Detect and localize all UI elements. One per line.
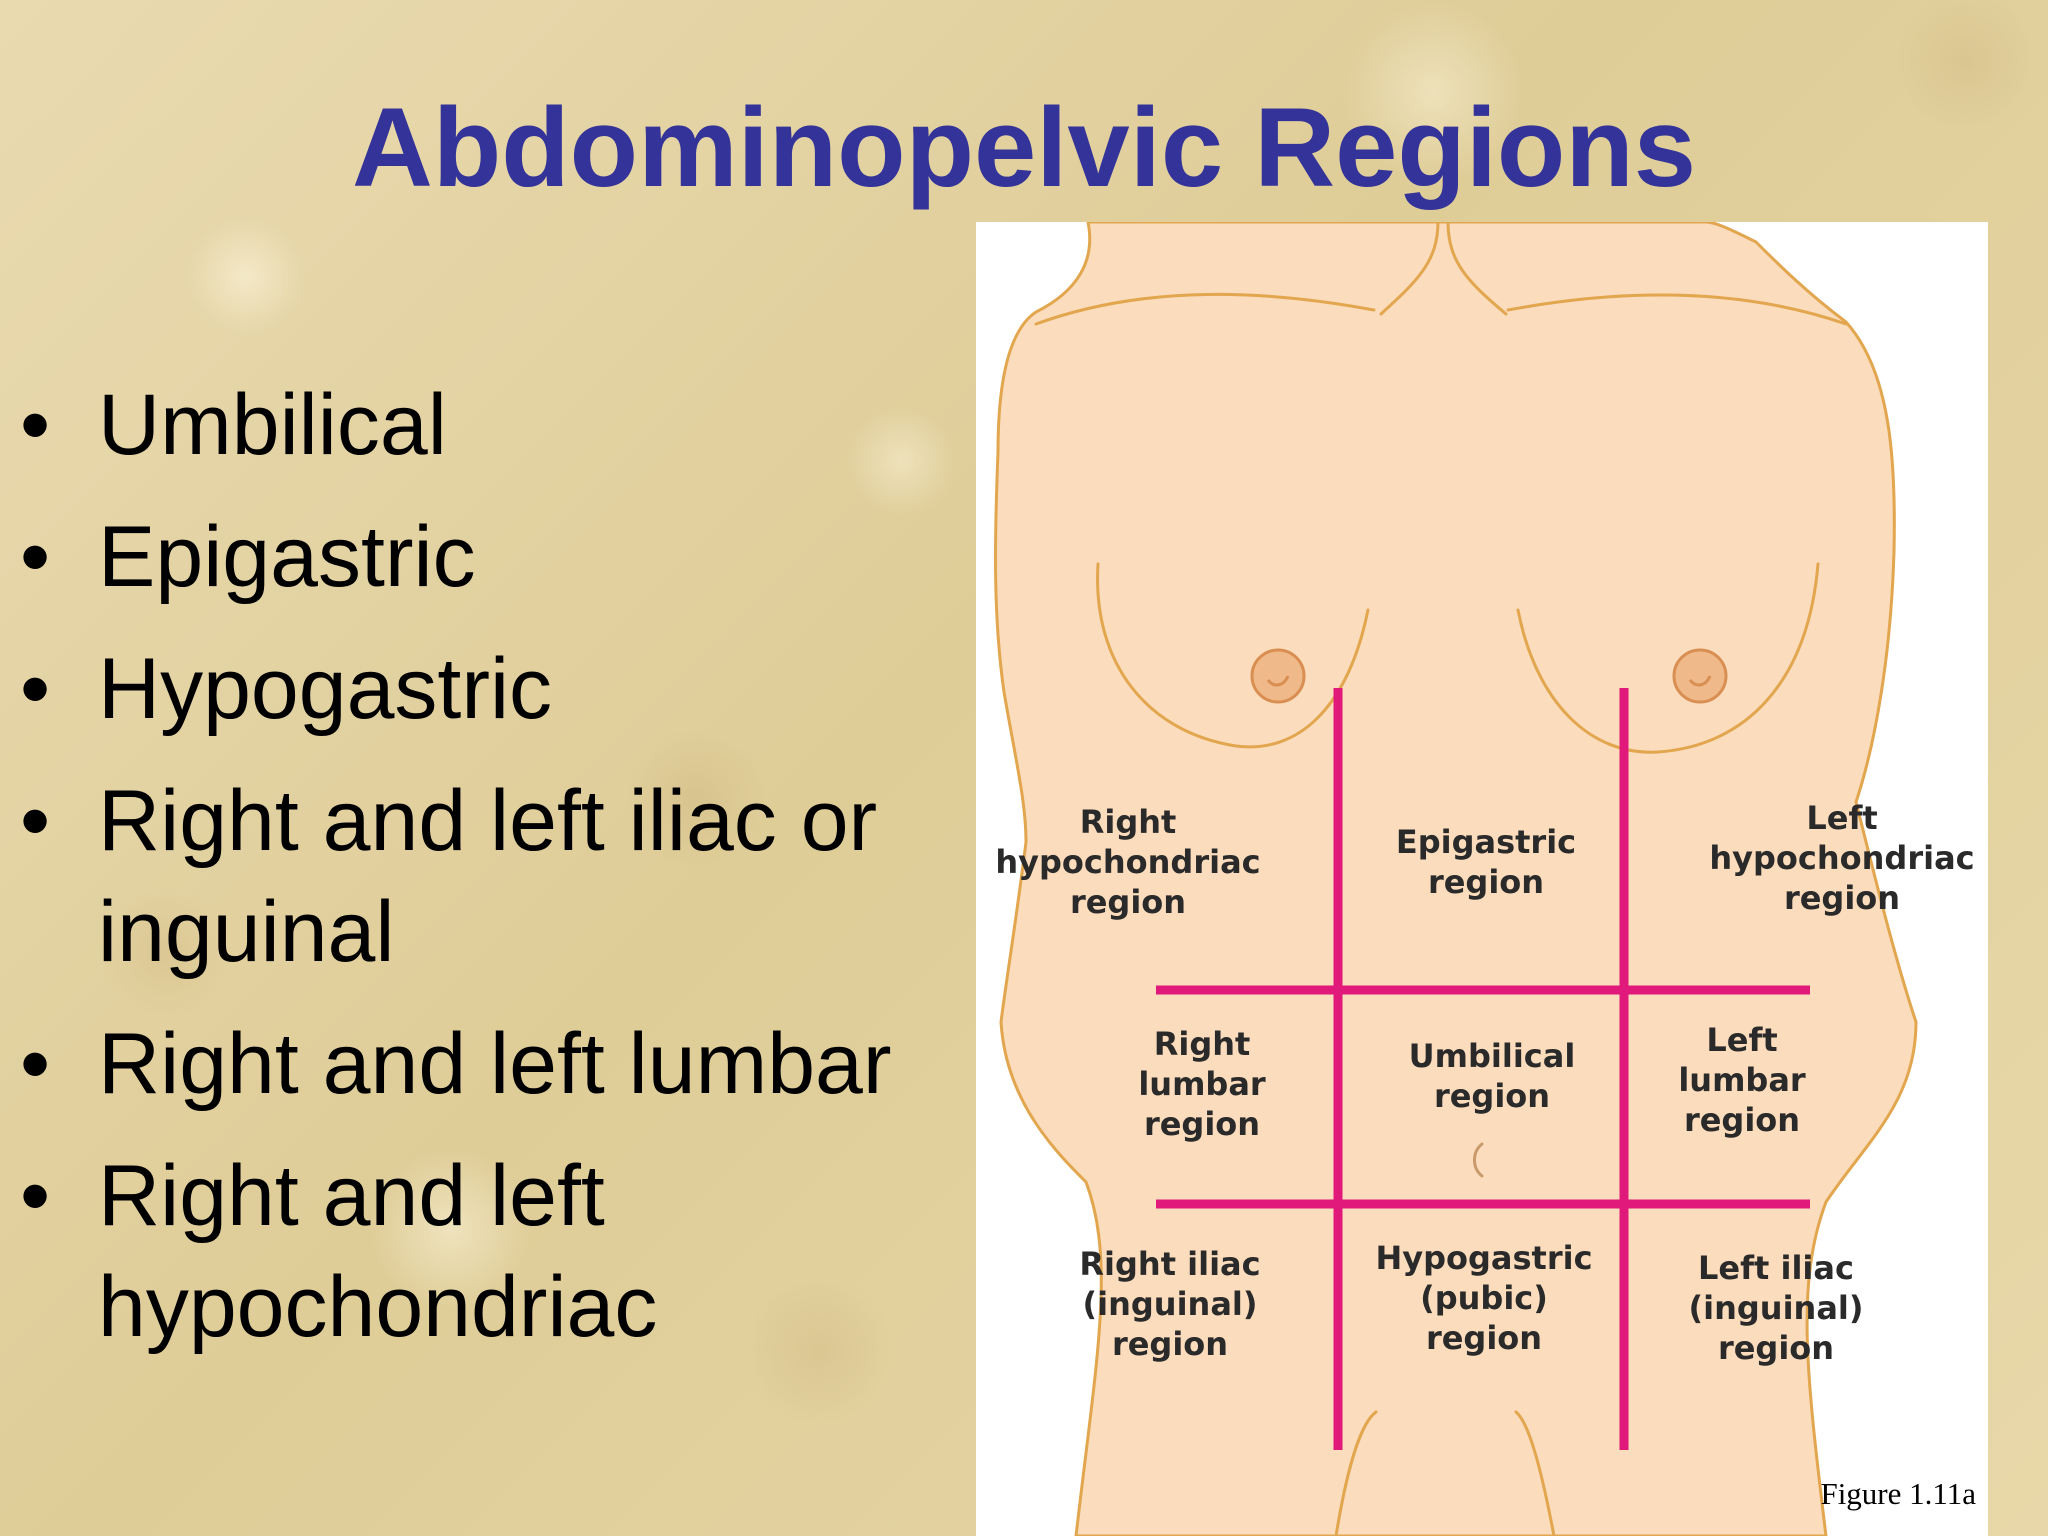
bullet-icon: • [20,377,51,473]
hypogastric-region-label: Hypogastric (pubic) region [1375,1239,1593,1357]
right-hypochondriac-region-label: Right hypochondriac region [995,803,1261,921]
region-grid-lines [1156,688,1810,1450]
right-iliac-region-label: Right iliac (inguinal) region [1079,1245,1261,1363]
bullet-item: • Right and left hypochondriac [20,1141,940,1363]
bullet-icon: • [20,641,51,737]
bullet-text: Right and left hypochondriac [98,1148,658,1355]
umbilicus-icon [1473,1142,1484,1178]
slide-title: Abdominopelvic Regions [351,85,1697,210]
bullet-item: • Hypogastric [20,634,940,745]
left-iliac-region-label: Left iliac (inguinal) region [1688,1249,1864,1367]
bullet-list: • Umbilical • Epigastric • Hypogastric • Rig… [20,370,940,1384]
left-hypochondriac-region-label: Left hypochondriac region [1709,799,1975,917]
torso-illustration [994,222,1918,1536]
bullet-item: • Umbilical [20,370,940,481]
bullet-icon: • [20,509,51,605]
bullet-icon: • [20,1016,51,1112]
right-lumbar-region-label: Right lumbar region [1138,1025,1266,1143]
bullet-text: Right and left iliac or inguinal [98,773,878,980]
bullet-item: • Epigastric [20,502,940,613]
figure-caption: Figure 1.11a [1820,1476,1976,1511]
epigastric-region-label: Epigastric region [1395,823,1577,901]
bullet-text: Right and left lumbar [98,1016,892,1112]
bullet-item: • Right and left iliac or inguinal [20,766,940,988]
abdominal-regions-figure: Right hypochondriac region Epigastric re… [976,222,1988,1536]
umbilical-region-label: Umbilical region [1408,1037,1576,1115]
anatomy-contour-lines [1034,222,1848,1536]
left-lumbar-region-label: Left lumbar region [1678,1021,1806,1139]
bullet-text: Hypogastric [98,641,553,737]
bullet-text: Epigastric [98,509,476,605]
bullet-item: • Right and left lumbar [20,1009,940,1120]
nipple-icons [1250,648,1728,704]
bullet-text: Umbilical [98,377,447,473]
bullet-icon: • [20,773,51,869]
bullet-icon: • [20,1148,51,1244]
